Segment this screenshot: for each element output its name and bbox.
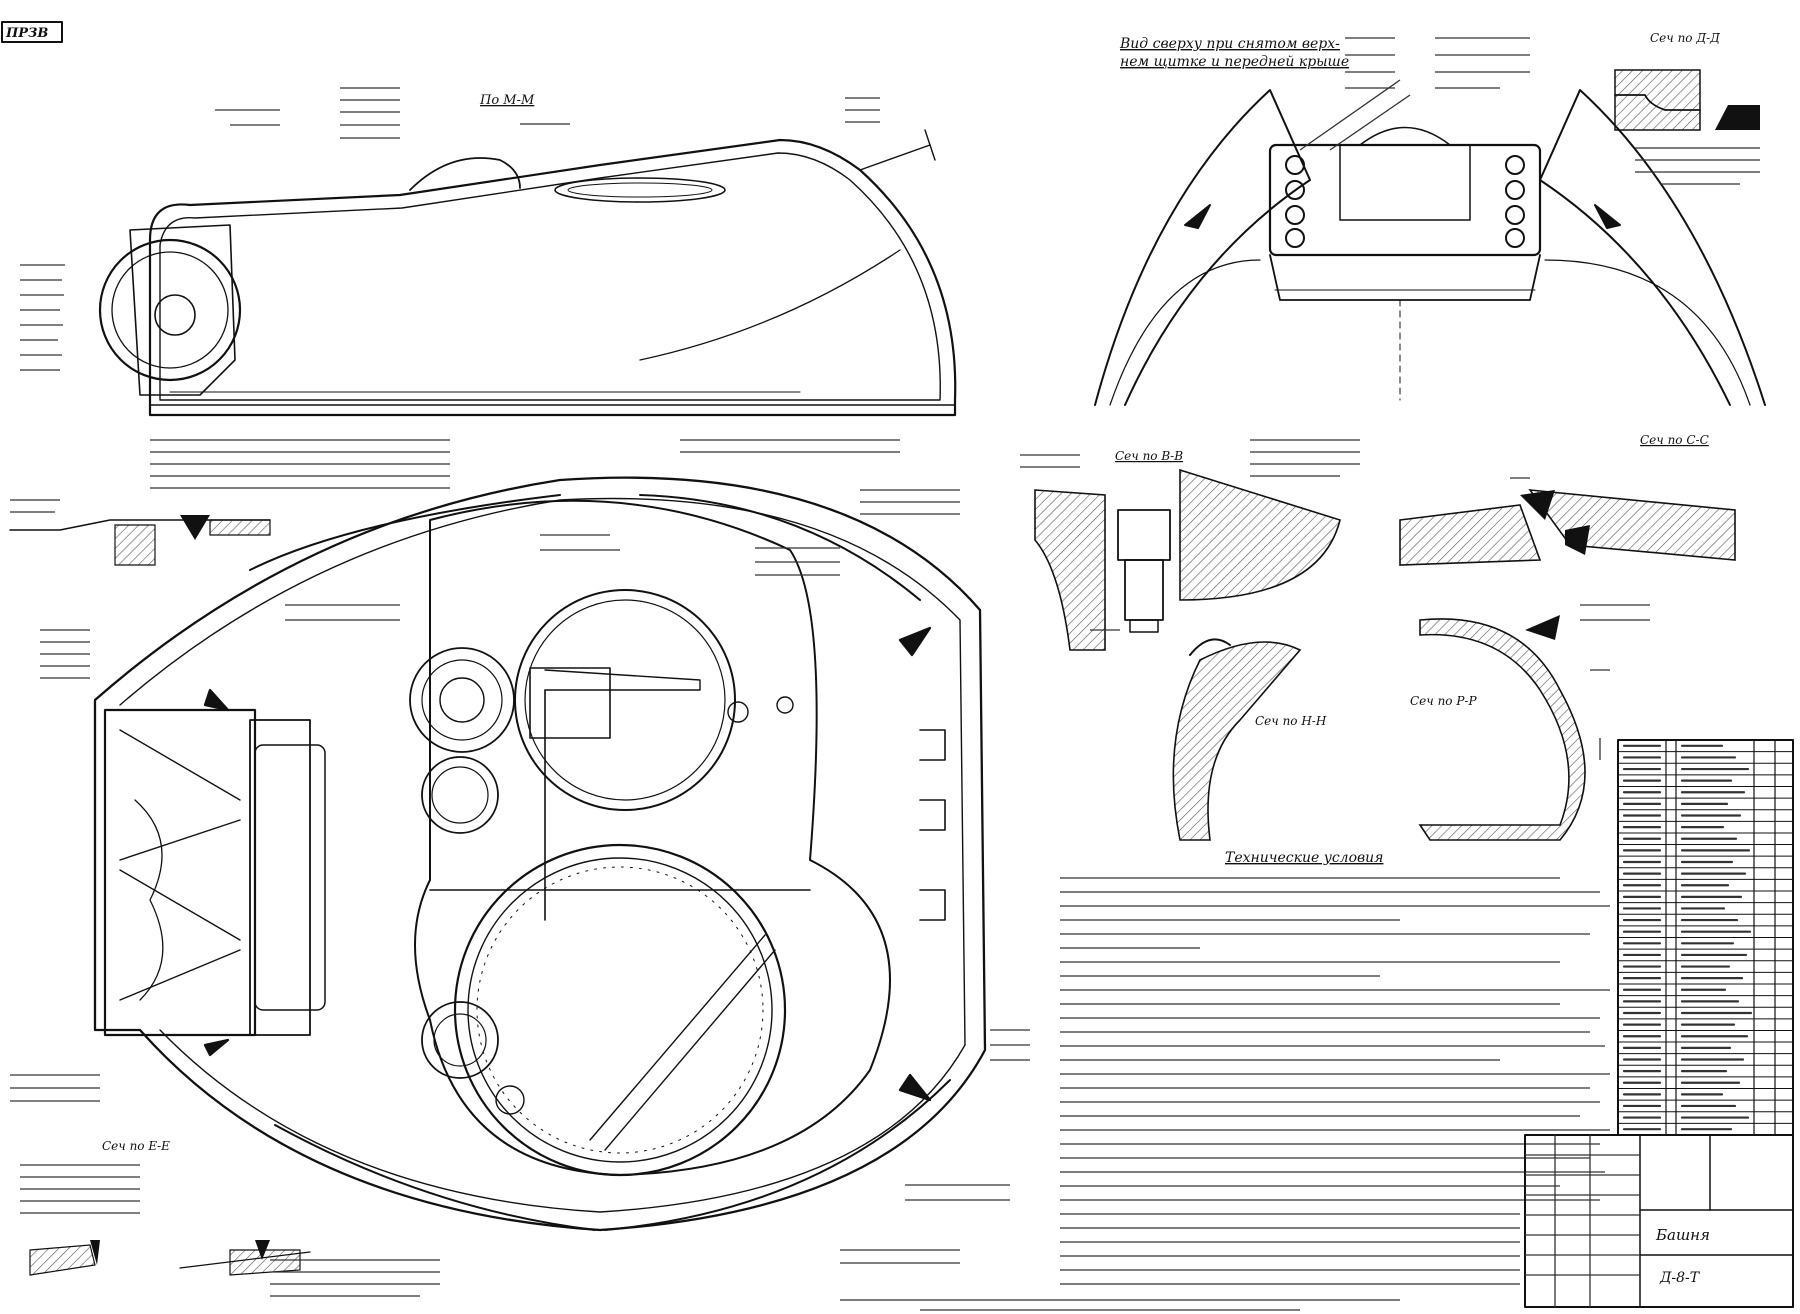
top-view-caption-1: Вид сверху при снятом верх-	[1119, 36, 1340, 52]
section-bb-detail: Сеч по В-В	[1020, 439, 1360, 651]
side-section-notes	[20, 87, 880, 371]
notes-heading: Технические условия	[1225, 850, 1383, 866]
side-section-view: По М-М	[98, 93, 957, 417]
section-hh-detail: Сеч по Н-Н	[1172, 638, 1327, 841]
parts-list	[1617, 739, 1794, 1136]
section-bb-label: Сеч по В-В	[1115, 449, 1183, 463]
technical-notes: Технические условия	[840, 850, 1610, 1301]
plan-view-upper-left-notes	[150, 439, 900, 489]
title-block: Башня Д-8-Т	[1524, 1134, 1794, 1308]
section-cc-detail: Сеч по С-С	[1399, 433, 1736, 621]
section-ee-detail: Сеч по Е-Е	[20, 1139, 440, 1297]
section-ee-label: Сеч по Е-Е	[102, 1139, 170, 1153]
parts-list-rows	[1617, 744, 1794, 1136]
section-rr-detail: Сеч по Р-Р	[1410, 615, 1610, 841]
front-view-notes	[1299, 37, 1530, 151]
weld-detail-left	[9, 499, 271, 566]
section-rr-label: Сеч по Р-Р	[1410, 694, 1477, 708]
front-view: Вид сверху при снятом верх- нем щитке и …	[1094, 36, 1766, 406]
top-view-caption-2: нем щитке и передней крыше	[1120, 54, 1349, 70]
section-cc-label: Сеч по С-С	[1640, 433, 1709, 447]
corner-stamp: ПРЗВ	[1, 21, 63, 43]
title-block-designation: Д-8-Т	[1659, 1270, 1701, 1286]
side-section-label: По М-М	[479, 93, 535, 108]
plan-view	[93, 476, 987, 1232]
section-dd-top-label: Сеч по Д-Д	[1650, 31, 1720, 45]
weld-detail-top-right: Сеч по Д-Д	[1614, 31, 1760, 185]
section-hh-label: Сеч по Н-Н	[1255, 714, 1327, 728]
plan-view-notes	[10, 489, 1030, 1264]
corner-mark-text: ПРЗВ	[5, 26, 48, 41]
title-block-name: Башня	[1655, 1226, 1710, 1244]
